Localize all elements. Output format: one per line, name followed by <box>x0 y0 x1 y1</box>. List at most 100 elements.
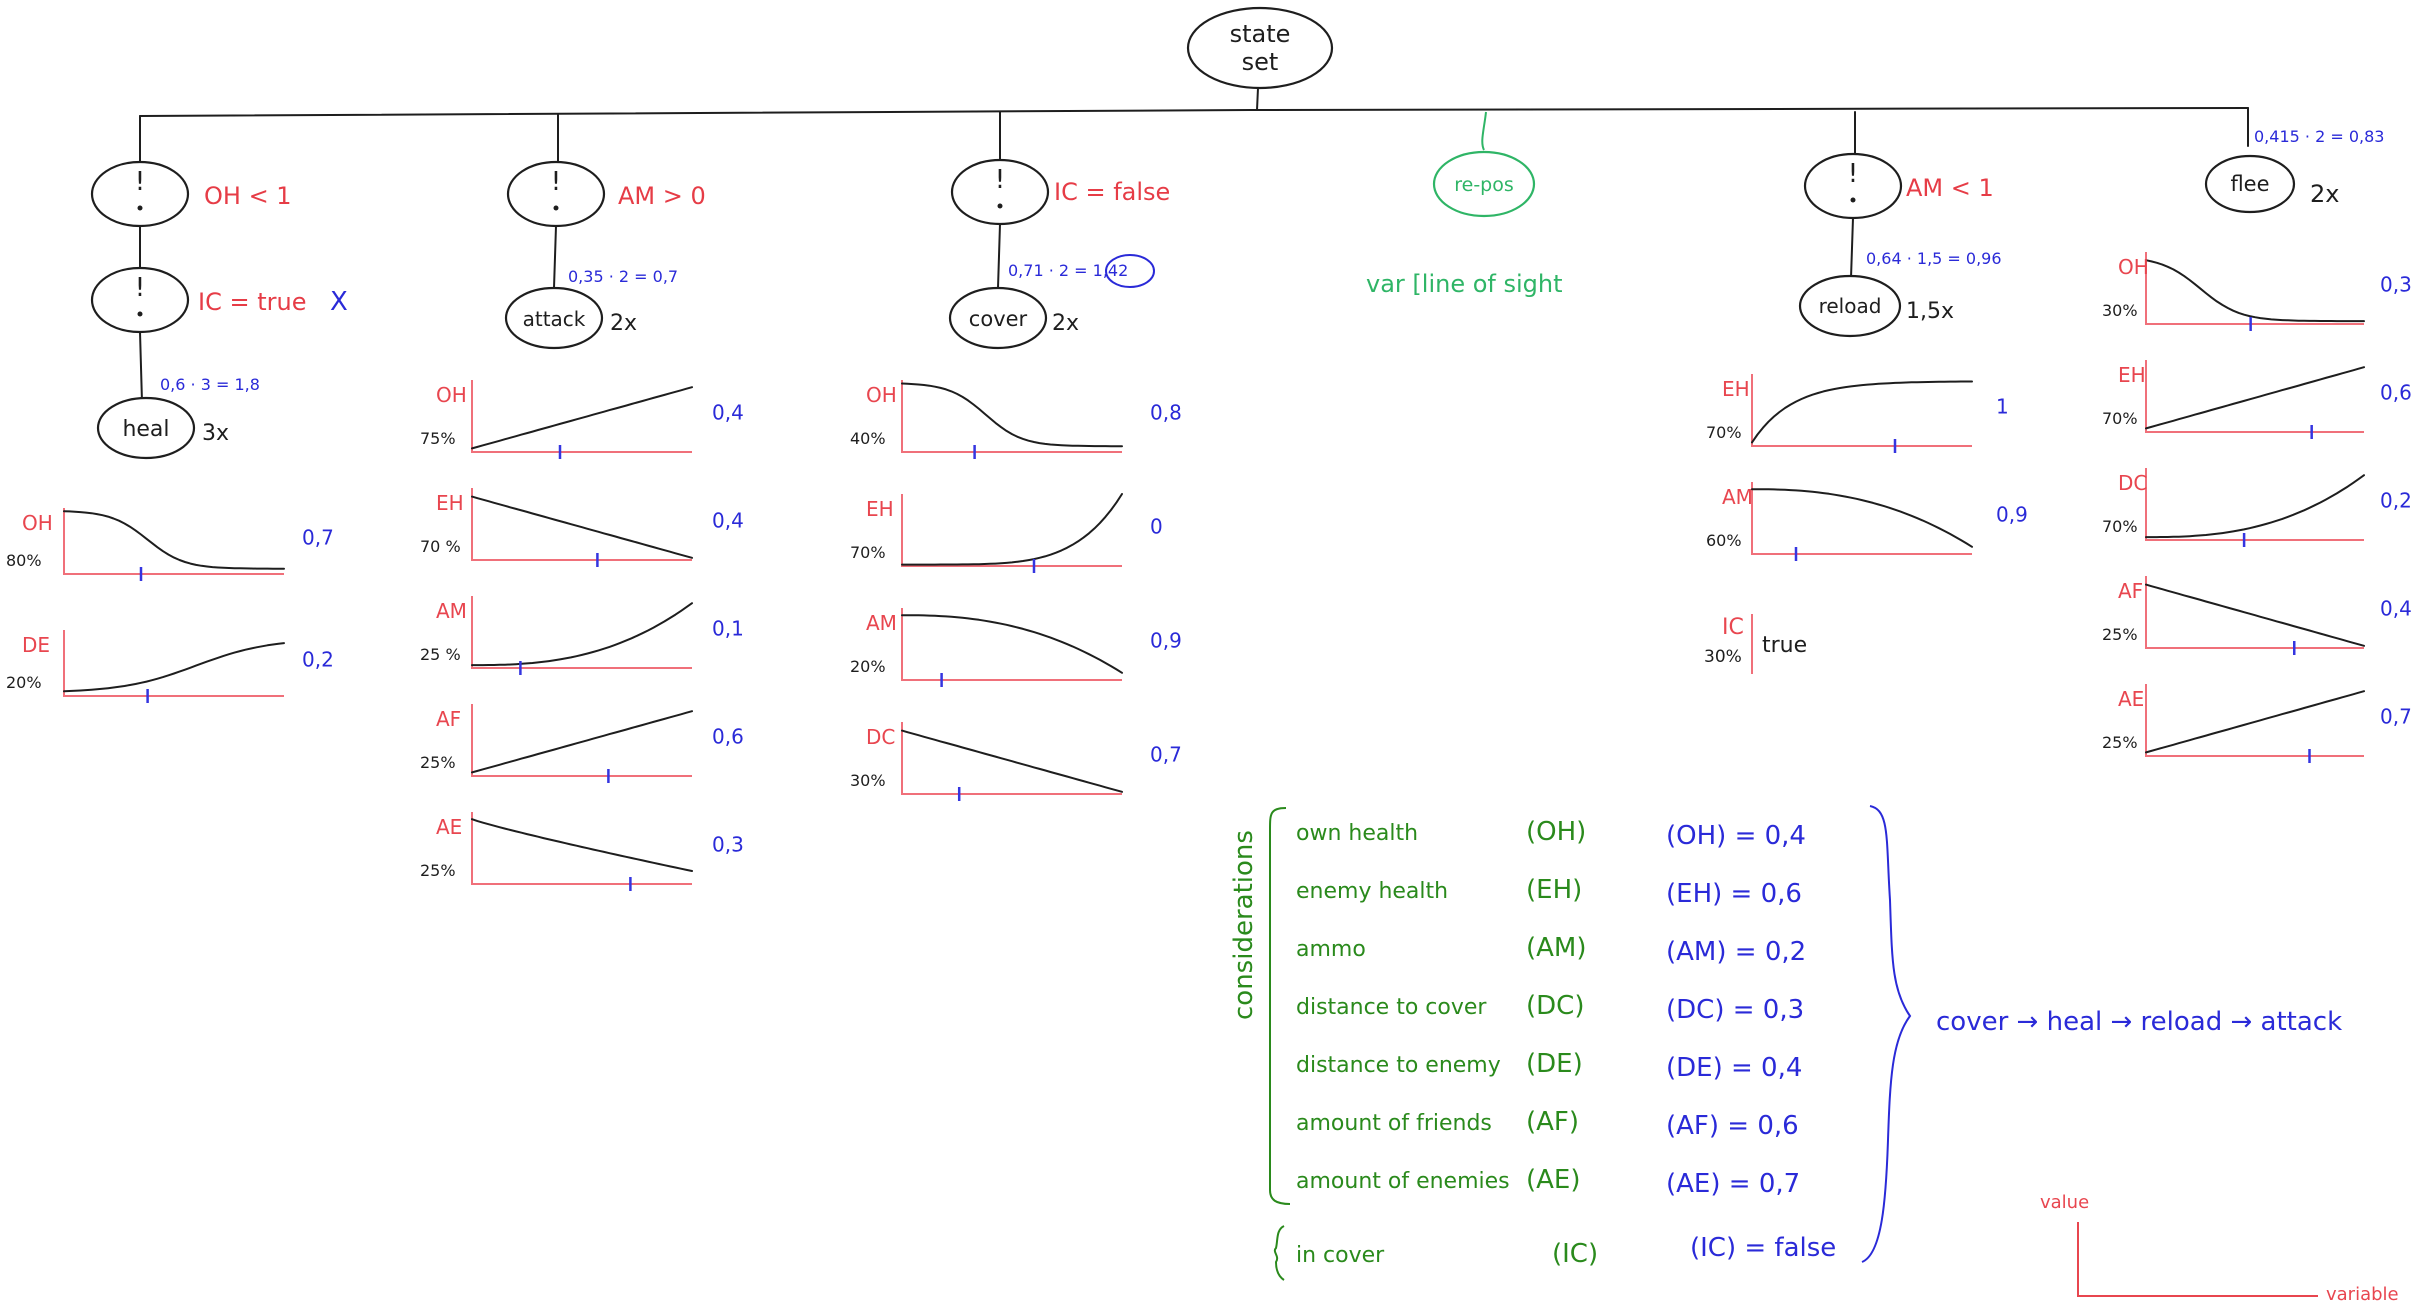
curve-line <box>901 614 1123 674</box>
cross-mark: X <box>330 287 348 317</box>
guard-condition: OH < 1 <box>204 182 292 210</box>
axis-legend: value variable <box>2040 1192 2399 1305</box>
legend-x-label: variable <box>2326 1284 2399 1305</box>
root-node: state set <box>1186 6 1334 90</box>
curve-score: 1 <box>1996 395 2009 419</box>
curve-line <box>471 710 693 774</box>
consideration-code: (AE) <box>1526 1165 1581 1195</box>
curve-variable: OH <box>436 383 467 407</box>
curve-line <box>901 729 1123 793</box>
action-node-heal: heal <box>96 396 196 460</box>
branch-flee: 0,415 · 2 = 0,83 flee 2x OH30%0,3EH70%0,… <box>2102 127 2412 763</box>
action-multiplier: 2x <box>1052 311 1079 336</box>
curve-line <box>471 818 693 872</box>
action-node-cover: cover <box>948 286 1048 350</box>
consideration-value: (DC) = 0,3 <box>1666 995 1804 1025</box>
curve-input: 30% <box>2102 301 2138 320</box>
consideration-value: (AF) = 0,6 <box>1666 1111 1799 1141</box>
curve-input: 70% <box>2102 409 2138 428</box>
curve-score: 0,3 <box>712 833 744 857</box>
curve-score: 0,4 <box>712 509 744 533</box>
action-node-repos: re-pos <box>1432 150 1536 218</box>
consideration-row: distance to cover(DC)(DC) = 0,3 <box>1296 991 1804 1025</box>
action-label: reload <box>1819 294 1882 318</box>
branch-cover: ! IC = false 0,71 · 2 = 1,42 cover 2x OH… <box>850 158 1182 801</box>
guard-condition: IC = true <box>198 288 306 316</box>
curve-variable: EH <box>2118 363 2146 387</box>
considerations-panel: considerations own health(OH)(OH) = 0,4e… <box>1229 805 2342 1281</box>
curve-input: 25% <box>2102 625 2138 644</box>
consideration-code: (AF) <box>1526 1107 1579 1137</box>
action-node-attack: attack <box>504 286 604 350</box>
curve-axes <box>1751 482 1972 555</box>
curve-variable: OH <box>866 383 897 407</box>
consideration-code: (IC) <box>1552 1239 1598 1269</box>
action-multiplier: 1,5x <box>1906 299 1954 324</box>
curve-variable: AE <box>2118 687 2144 711</box>
root-label-line2: set <box>1242 48 1279 76</box>
guard-symbol: ! <box>1848 159 1858 189</box>
bool-value: true <box>1762 633 1807 658</box>
consideration-row: distance to enemy(DE)(DE) = 0,4 <box>1296 1049 1802 1083</box>
consideration-value: (OH) = 0,4 <box>1666 821 1806 851</box>
curve-input: 20% <box>850 657 886 676</box>
curve-input: 25% <box>2102 733 2138 752</box>
curve-axes <box>471 704 692 777</box>
curve-variable: AF <box>2118 579 2143 603</box>
curve-axes <box>901 722 1122 795</box>
curve-line <box>471 495 693 559</box>
curve-axes <box>2145 684 2364 757</box>
action-node-reload: reload <box>1798 274 1902 338</box>
curve-variable: DC <box>866 725 895 749</box>
priority-order: cover → heal → reload → attack <box>1936 1007 2342 1037</box>
guard-node-am: ! <box>1803 152 1903 220</box>
curve-line <box>901 493 1123 566</box>
curve-line <box>63 510 285 570</box>
curve-line <box>1751 488 1973 548</box>
curve-score: 0,2 <box>2380 489 2412 513</box>
action-label: flee <box>2230 172 2269 196</box>
curve-input: 70% <box>2102 517 2138 536</box>
curve-axes <box>2145 252 2364 325</box>
curve-variable: AM <box>436 599 467 623</box>
consideration-row: amount of friends(AF)(AF) = 0,6 <box>1296 1107 1799 1141</box>
consideration-name: ammo <box>1296 937 1366 962</box>
curve-line <box>471 386 693 450</box>
curve-variable: EH <box>866 497 894 521</box>
curve-axes <box>901 494 1122 567</box>
curve-axes <box>2145 576 2364 649</box>
curve-score: 0,1 <box>712 617 744 641</box>
curve-variable: AM <box>866 611 897 635</box>
branch-attack: ! AM > 0 0,35 · 2 = 0,7 attack 2x OH75%0… <box>420 160 744 891</box>
consideration-row: own health(OH)(OH) = 0,4 <box>1296 817 1806 851</box>
consideration-code: (EH) <box>1526 875 1582 905</box>
utility-formula: 0,6 · 3 = 1,8 <box>160 375 260 394</box>
curve-input: 20% <box>6 673 42 692</box>
consideration-value: (EH) = 0,6 <box>1666 879 1802 909</box>
reposition-note: var [line of sight <box>1366 270 1563 298</box>
result-circle <box>1105 254 1155 288</box>
consideration-value: (AE) = 0,7 <box>1666 1169 1800 1199</box>
curve-score: 0,9 <box>1996 503 2028 527</box>
branch-heal: ! OH < 1 ! IC = true X 0,6 · 3 = 1,8 hea… <box>6 160 348 703</box>
curve-score: 0,2 <box>302 647 334 671</box>
curve-variable: OH <box>2118 255 2149 279</box>
action-label: heal <box>122 417 169 442</box>
action-node-flee: flee <box>2204 154 2296 214</box>
curve-input: 75% <box>420 429 456 448</box>
curve-input: 80% <box>6 551 42 570</box>
guard-node-am: ! <box>506 160 606 228</box>
guard-symbol: ! <box>995 165 1005 195</box>
curve-axes <box>63 630 284 697</box>
action-label: cover <box>969 307 1028 331</box>
curve-score: 0,9 <box>1150 629 1182 653</box>
consideration-row: enemy health(EH)(EH) = 0,6 <box>1296 875 1802 909</box>
curve-score: 0,4 <box>712 401 744 425</box>
curve-input: 70% <box>1706 423 1742 442</box>
